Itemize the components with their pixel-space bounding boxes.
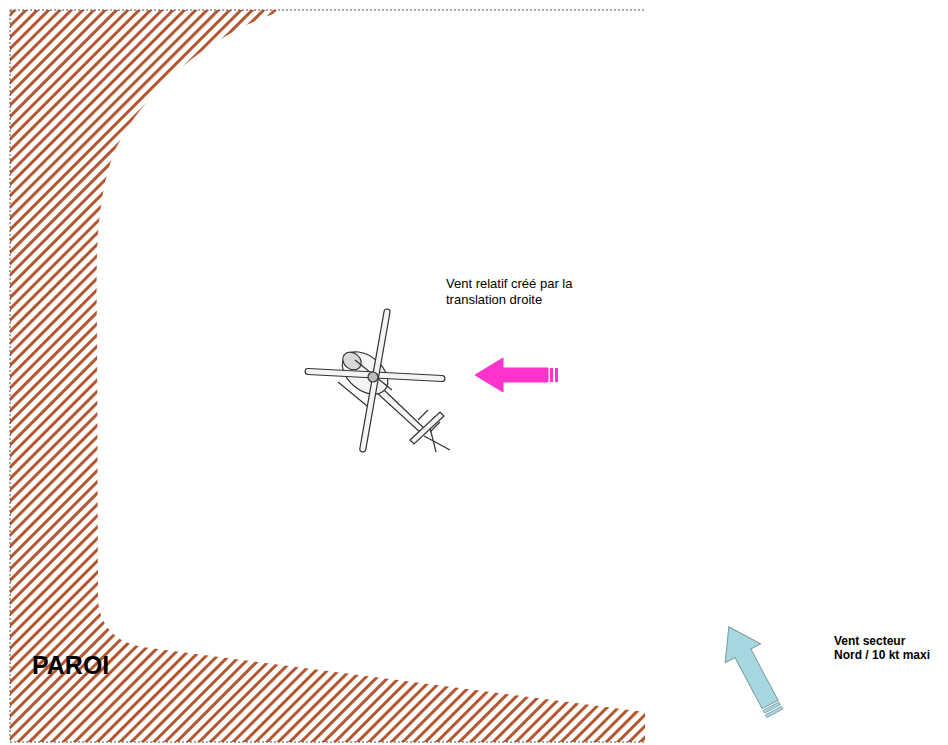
north-wind-arrow [711,617,792,722]
relative-wind-arrow [475,358,558,392]
frame-border [10,10,645,742]
wind-note: Vent relatif créé par la translation dro… [446,276,606,307]
wall-hatch [10,10,645,742]
wall-label: PAROI [32,650,172,680]
wind-note: Vent secteur Nord / 10 kt maxi [834,634,934,663]
helicopter [305,309,450,453]
